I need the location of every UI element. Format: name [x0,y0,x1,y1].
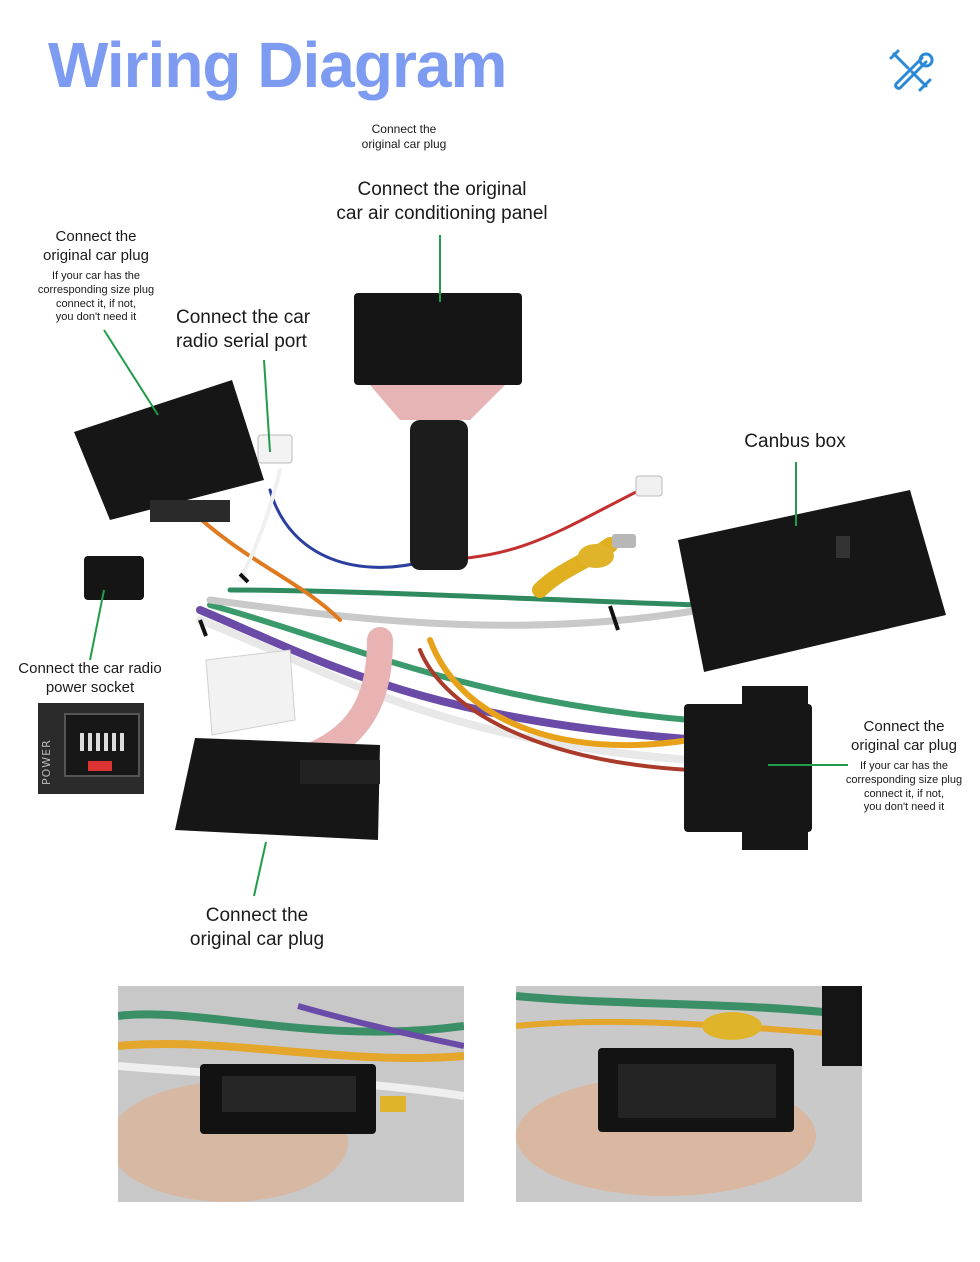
power-connector [84,556,144,600]
plug-photo-left [118,986,464,1202]
canbus-label: Canbus box [744,431,846,452]
serial-plug [257,434,293,464]
label-tag [205,649,296,736]
right-plug-note: If your car has the corresponding size p… [845,760,963,814]
plug-photo-right [516,986,862,1202]
canbus-box [678,490,946,672]
pointer-lines [89,235,848,897]
top-plug-label: Connect the original car plug [361,122,447,151]
right-car-plug [684,686,812,850]
rca-plug [578,534,636,568]
small-white-connector [635,475,663,497]
power-socket-image: POWER [38,703,144,794]
power-socket-label: Connect the car radio power socket [18,660,162,696]
left-plug-label: Connect the original car plug [43,228,149,264]
serial-port-label: Connect the car radio serial port [176,307,311,352]
ac-panel-connector [354,293,522,570]
left-car-plug [74,380,264,522]
right-plug-label: Connect the original car plug [851,718,957,754]
zip-ties [198,572,620,637]
bottom-plug-label: Connect the original car plug [189,905,325,950]
tools-icon [889,49,934,92]
left-plug-note: If your car has the corresponding size p… [37,270,155,324]
ac-panel-label: Connect the original car air conditionin… [336,179,548,224]
page-title: Wiring Diagram [48,29,507,101]
socket-power-text: POWER [40,739,53,785]
bottom-car-plug [175,738,380,840]
